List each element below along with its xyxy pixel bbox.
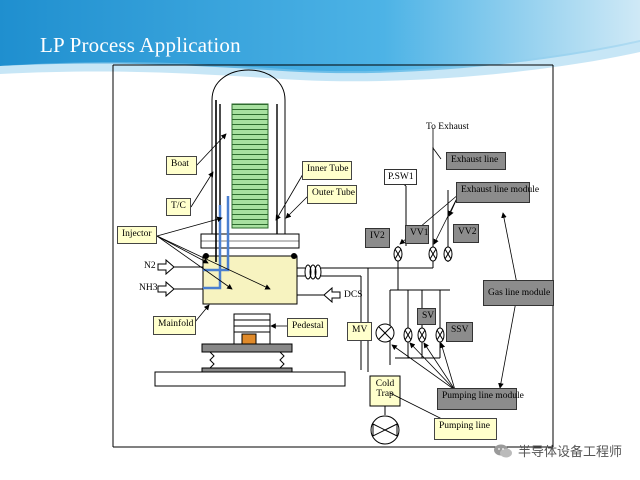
label-gas-line-module: Gas line module — [483, 280, 554, 306]
label-pedestal: Pedestal — [287, 318, 328, 337]
cold-trap-body — [369, 375, 401, 407]
label-to-exhaust: To Exhaust — [426, 122, 469, 132]
gas-inlet-arrows — [157, 258, 341, 304]
label-nh3: NH3 — [139, 283, 158, 293]
wechat-icon — [493, 444, 512, 457]
label-exhaust-line: Exhaust line — [446, 152, 506, 170]
label-iv2: IV2 — [365, 228, 390, 248]
slide-title: LP Process Application — [40, 33, 241, 57]
injector-tubes — [203, 196, 230, 290]
label-tc: T/C — [166, 198, 191, 216]
boat-stack — [231, 103, 269, 229]
pump — [370, 415, 400, 445]
elevator-base — [154, 343, 346, 387]
pedestal — [233, 313, 271, 345]
valve-vv1 — [428, 246, 438, 262]
label-pumping-line: Pumping line — [434, 418, 497, 440]
label-pumping-line-module: Pumping line module — [437, 388, 524, 410]
header-band — [0, 0, 640, 82]
outer-tube — [211, 69, 286, 234]
pipework — [367, 147, 450, 415]
label-ssv: SSV — [446, 322, 473, 342]
label-mv: MV — [347, 322, 372, 341]
valve-mv — [375, 323, 395, 343]
watermark-text: 半导体设备工程师 — [517, 445, 622, 460]
label-injector: Injector — [117, 226, 157, 244]
label-psw1: P.SW1 — [384, 169, 417, 185]
label-inner-tube: Inner Tube — [302, 161, 352, 180]
label-vv2: VV2 — [453, 224, 479, 243]
label-dcs: DCS — [344, 290, 363, 300]
label-sv: SV — [417, 308, 436, 325]
valve-sv-a — [403, 327, 413, 343]
valve-sv-b — [417, 327, 427, 343]
diagram-frame — [112, 64, 554, 448]
label-vv1: VV1 — [405, 225, 429, 244]
valve-vv2 — [443, 246, 453, 262]
label-exhaust-line-module: Exhaust line module — [456, 182, 539, 203]
callout-lines — [156, 128, 518, 421]
label-cold-trap: Cold Trap — [375, 379, 395, 400]
label-n2: N2 — [144, 261, 156, 271]
valve-iv2 — [393, 246, 403, 262]
label-boat: Boat — [166, 156, 197, 175]
label-mainfold: Mainfold — [153, 316, 196, 335]
valve-ssv — [435, 327, 445, 343]
label-outer-tube: Outer Tube — [307, 185, 357, 204]
valves — [375, 246, 453, 343]
watermark: 半导体设备工程师 — [493, 441, 622, 460]
